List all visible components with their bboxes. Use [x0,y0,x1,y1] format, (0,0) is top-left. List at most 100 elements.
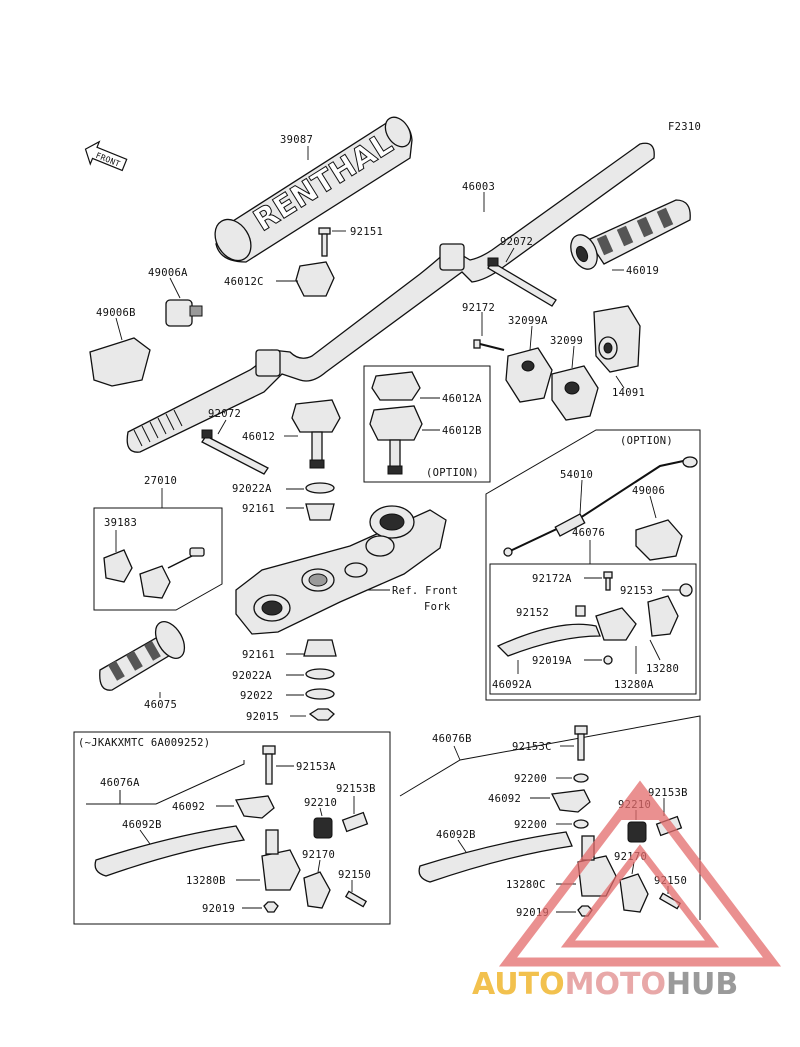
left-box-serial: (~JKAKXMTC 6A009252) [78,737,210,749]
label-92022A-bot: 92022A [232,670,272,682]
bolt-92153a-drawing [262,745,276,785]
label-46075: 46075 [144,699,177,711]
screw-92153-drawing [679,583,693,597]
label-46076A: 46076A [100,777,140,789]
label-92019-left: 92019 [202,903,235,915]
option-box-clamps [363,365,491,483]
holder-13280b-drawing [261,829,301,891]
bolt-92151-drawing [318,227,331,257]
lever-holder-13280-drawing [595,595,679,641]
label-92153B-right: 92153B [648,787,688,799]
lever-46092b-left-drawing [94,825,246,877]
lever-46092-right-drawing [551,789,591,813]
front-arrow-icon: FRONT [84,140,128,172]
switch-39183-drawing [103,547,205,599]
lever-46092b-right-drawing [418,831,573,883]
label-13280B: 13280B [186,875,226,887]
washer-92022a-bot-drawing [305,668,335,680]
screw-92153b-left-drawing [341,811,369,833]
label-13280A: 13280A [614,679,654,691]
label-92200-a: 92200 [514,773,547,785]
label-92153A: 92153A [296,761,336,773]
label-92210-left: 92210 [304,797,337,809]
ref-note-line2: Fork [424,601,451,613]
label-92151: 92151 [350,226,383,238]
lever-46092-left-drawing [235,795,275,819]
watermark-logo [498,780,782,967]
cover-14091-drawing [593,305,641,373]
label-46003: 46003 [462,181,495,193]
switch-49006b-drawing [89,337,151,387]
label-92019A: 92019A [532,655,572,667]
label-27010: 27010 [144,475,177,487]
ref-note-line1: Ref. Front [392,585,458,597]
label-49006A: 49006A [148,267,188,279]
watermark-hub-text: HUB [666,967,738,1002]
label-92200-b: 92200 [514,819,547,831]
label-54010: 54010 [560,469,593,481]
label-92172: 92172 [462,302,495,314]
handlebar-drawing [126,142,655,453]
adjuster-92210-left-drawing [313,817,333,839]
label-92153C: 92153C [512,741,552,753]
label-13280: 13280 [646,663,679,675]
collar-92152-drawing [575,605,586,617]
cable-54010-drawing [503,456,698,557]
bolt-92150-left-drawing [344,890,368,908]
option-box-throttle [485,429,701,701]
nut-92015-drawing [308,708,335,721]
left-grip-drawing [99,621,186,691]
throttle-housing-drawing [505,347,599,421]
label-92161-top: 92161 [242,503,275,515]
label-46076: 46076 [572,527,605,539]
bolt-92153c-drawing [574,725,588,761]
label-39087: 39087 [280,134,313,146]
label-92170-left: 92170 [302,849,335,861]
label-46012C: 46012C [224,276,264,288]
label-92072-mid: 92072 [208,408,241,420]
label-92152: 92152 [516,607,549,619]
washer-92022-drawing [305,688,335,700]
option-label-clamps: (OPTION) [426,467,479,479]
label-92161-bot: 92161 [242,649,275,661]
washer-92200-a-drawing [573,773,589,783]
label-92022: 92022 [240,690,273,702]
option-label-throttle: (OPTION) [620,435,673,447]
label-46019: 46019 [626,265,659,277]
watermark-auto: AUTOMOTOHUB [472,967,738,1002]
left-kit-bracket [86,760,245,805]
clamp-46012c-drawing [295,261,335,297]
left-lever-box [73,731,391,925]
cable-tie-mid-drawing [201,429,269,475]
lever-kit-box-right [489,563,697,695]
lever-46092a-drawing [496,623,601,657]
clamp-92170-right-drawing [619,873,649,913]
clamp-46012b-drawing [369,405,423,475]
triple-clamp-drawing [235,505,447,635]
switch-49006-drawing [635,519,683,561]
screw-92172-drawing [473,339,505,351]
label-49006: 49006 [632,485,665,497]
holder-13280c-drawing [577,835,617,897]
washer-92022a-top-drawing [305,482,335,494]
clamp-92170-left-drawing [303,871,331,909]
nut-92019-left-drawing [263,901,279,913]
label-32099: 32099 [550,335,583,347]
rubber-92161-bot-drawing [303,639,337,657]
throttle-grip-drawing [570,199,691,270]
label-13280C: 13280C [506,879,546,891]
label-14091: 14091 [612,387,645,399]
watermark-moto-text: MOTO [565,967,666,1002]
label-46092-left: 46092 [172,801,205,813]
label-92150-left: 92150 [338,869,371,881]
label-92172A: 92172A [532,573,572,585]
clamp-46012a-drawing [371,371,421,401]
watermark-auto-text: AUTO [472,967,565,1002]
washer-92200-b-drawing [573,819,589,829]
label-92015: 92015 [246,711,279,723]
adjuster-92210-right-drawing [627,821,647,843]
rubber-92161-top-drawing [305,503,335,521]
switch-kit-box [93,507,223,611]
screw-92172a-drawing [603,571,613,591]
